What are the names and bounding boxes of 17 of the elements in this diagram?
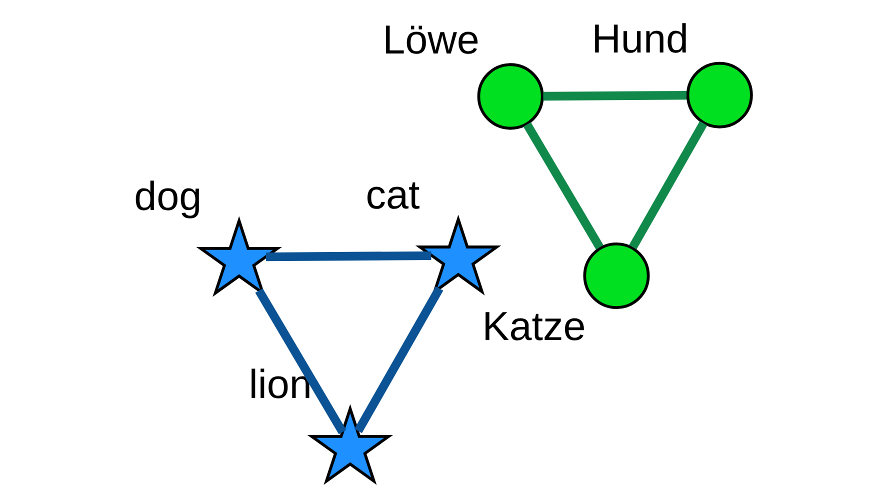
- node-label: cat: [366, 171, 420, 218]
- node-circle: [686, 62, 753, 128]
- node-star: [415, 214, 502, 296]
- connector: [629, 121, 708, 250]
- connector: [266, 251, 432, 262]
- node-label: Hund: [592, 15, 688, 62]
- connector: [543, 90, 687, 101]
- node-star: [307, 404, 394, 485]
- node-circle: [583, 242, 650, 310]
- connector: [523, 122, 604, 250]
- node-label: Löwe: [382, 16, 480, 63]
- node-label: Katze: [482, 302, 586, 349]
- connector: [354, 286, 444, 434]
- node-label: lion: [248, 360, 312, 407]
- connector: [255, 288, 346, 434]
- node-label: dog: [134, 172, 202, 219]
- node-circle: [477, 63, 544, 130]
